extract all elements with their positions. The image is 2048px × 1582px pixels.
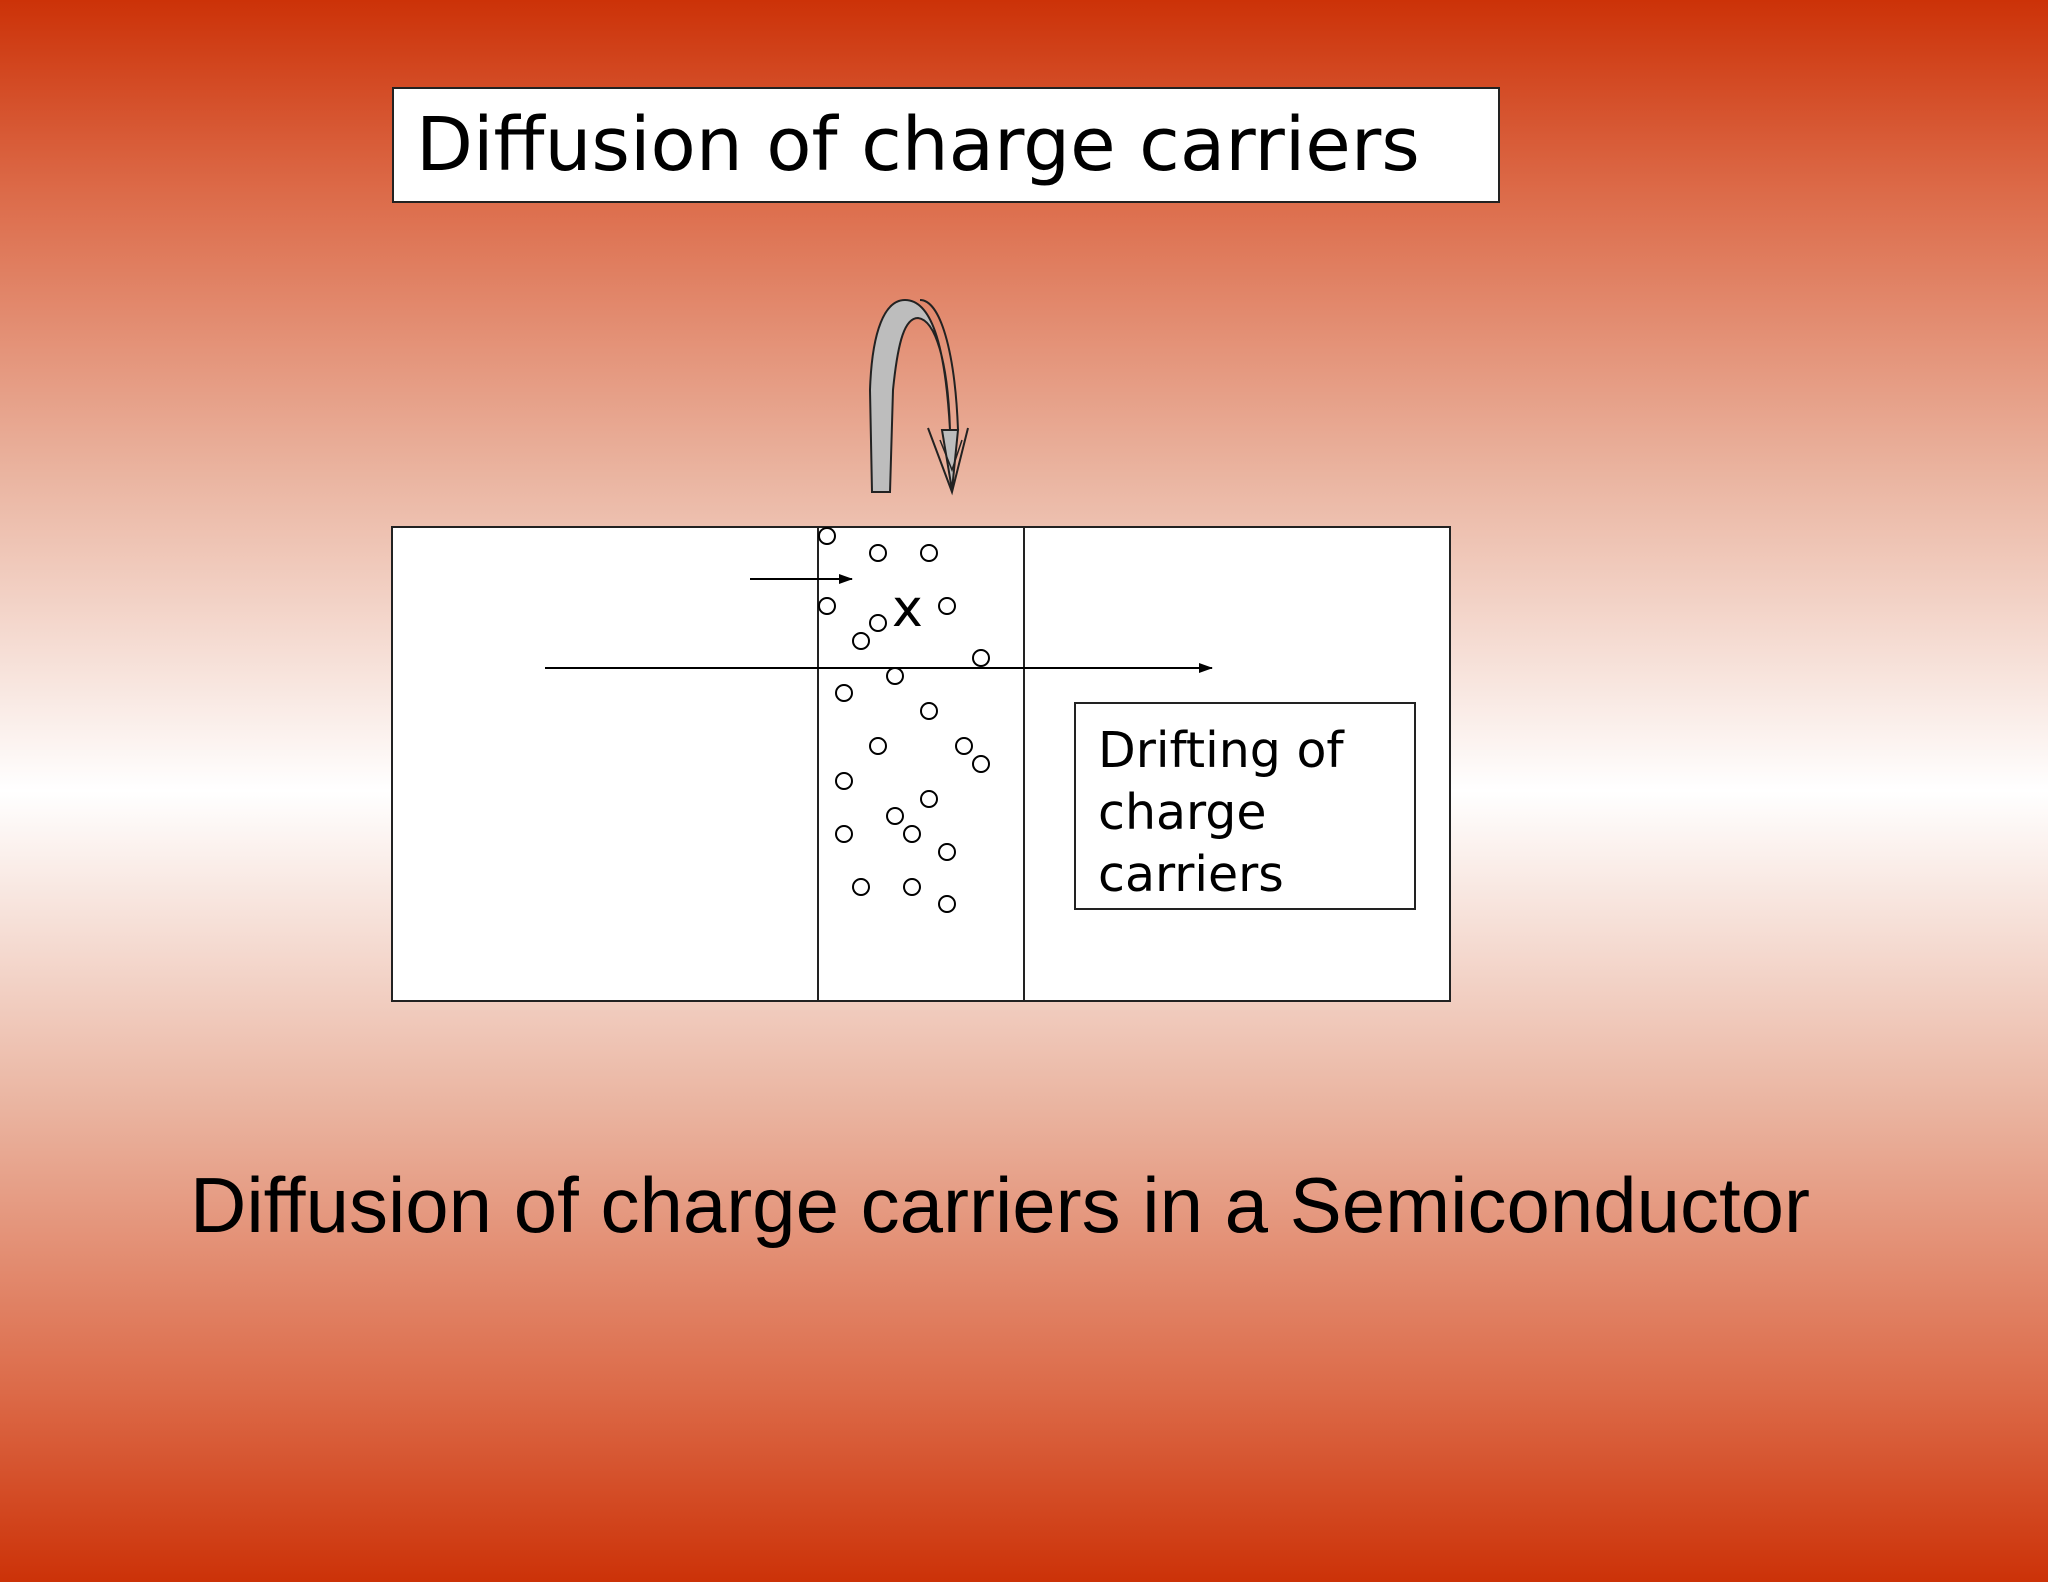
carrier — [852, 632, 870, 650]
slide-caption: Diffusion of charge carriers in a Semico… — [190, 1161, 1810, 1249]
carrier — [886, 807, 904, 825]
carrier — [869, 737, 887, 755]
slide-title: Diffusion of charge carriers — [392, 87, 1500, 203]
carrier — [920, 544, 938, 562]
drift-label-line-1: Drifting of — [1098, 722, 1344, 779]
carrier — [938, 895, 956, 913]
carrier — [835, 684, 853, 702]
carrier — [818, 597, 836, 615]
carrier — [955, 737, 973, 755]
carrier — [920, 702, 938, 720]
carrier — [886, 667, 904, 685]
carrier — [938, 843, 956, 861]
point-label-x: x — [892, 579, 923, 639]
carrier — [903, 878, 921, 896]
carrier — [869, 544, 887, 562]
drift-label-line-3: carriers — [1098, 846, 1284, 903]
carrier — [818, 527, 836, 545]
carrier — [938, 597, 956, 615]
carrier — [835, 772, 853, 790]
carrier — [852, 878, 870, 896]
drift-label-box: Drifting of charge carriers — [1074, 702, 1416, 910]
carrier — [903, 825, 921, 843]
carrier — [835, 825, 853, 843]
curved-arrow-icon — [868, 298, 969, 496]
carrier — [972, 755, 990, 773]
carrier — [869, 614, 887, 632]
carrier — [972, 649, 990, 667]
charge-carriers — [818, 527, 990, 913]
drift-label-line-2: charge — [1098, 784, 1267, 841]
carrier — [920, 790, 938, 808]
